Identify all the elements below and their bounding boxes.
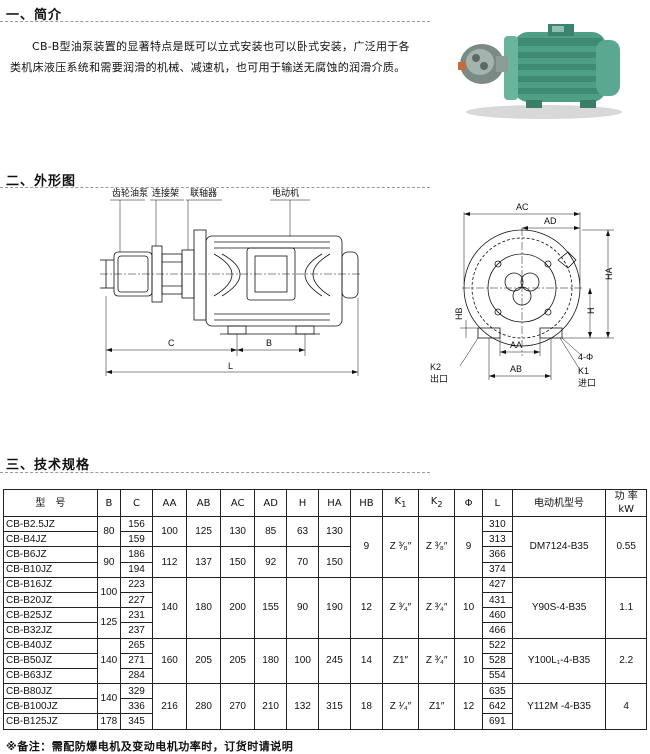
footnote: ※备注：需配防爆电机及变动电机功率时，订货时请说明 xyxy=(6,740,294,753)
label-k2: K2 xyxy=(430,362,441,372)
label-k1: K1 xyxy=(578,366,589,376)
col-l: L xyxy=(481,489,513,517)
col-ha: HA xyxy=(318,489,351,517)
dim-aa: AA xyxy=(510,340,522,350)
divider xyxy=(0,472,430,473)
col-motor: 电动机型号 xyxy=(511,489,607,517)
table-row: CB-B40JZ 140 265 160 205 205 180 100 245… xyxy=(3,637,647,685)
table-row: CB-B25JZ 125 231 460 xyxy=(3,607,647,639)
dim-hb: HB xyxy=(454,307,464,320)
table-row: CB-B125JZ 178 345 691 xyxy=(3,713,647,730)
label-coupling: 联轴器 xyxy=(190,187,217,198)
col-model: 型 号 xyxy=(3,489,98,517)
col-aa: AA xyxy=(151,489,188,517)
col-b: B xyxy=(96,489,122,517)
dim-c: C xyxy=(168,338,175,348)
label-motor: 电动机 xyxy=(272,187,299,198)
dim-l: L xyxy=(228,361,233,371)
col-ad: AD xyxy=(254,489,288,517)
table-row: CB-B2.5JZ 80 156 100 125 130 85 63 130 9… xyxy=(3,515,647,578)
col-k1: K1 xyxy=(381,489,420,517)
table-row: CB-B6JZ 90 186 112 137 150 92 70 150 366 xyxy=(3,546,647,578)
divider xyxy=(0,21,430,22)
table-row: CB-B32JZ 237 466 xyxy=(3,622,647,639)
section-title-spec: 三、技术规格 xyxy=(6,458,91,473)
label-inlet: 进口 xyxy=(578,378,596,388)
spec-table: 型 号 B C AA AB AC AD H HA HB K1 K2 Φ L 电动… xyxy=(3,489,647,730)
dim-ac: AC xyxy=(516,202,529,212)
section-title-intro: 一、简介 xyxy=(6,8,63,23)
table-row: CB-B100JZ 336 642 xyxy=(3,698,647,715)
dim-ab: AB xyxy=(510,364,522,374)
dim-ad: AD xyxy=(544,216,557,226)
col-ac: AC xyxy=(220,489,256,517)
label-gear-pump: 齿轮油泵 xyxy=(112,187,148,198)
table-row: CB-B16JZ 100 223 140 180 200 155 90 190 … xyxy=(3,576,647,639)
col-phi: Φ xyxy=(454,489,483,517)
table-row: CB-B80JZ 140 329 216 280 270 210 132 315… xyxy=(3,683,647,730)
section-title-outline: 二、外形图 xyxy=(6,174,77,189)
col-h: H xyxy=(286,489,320,517)
label-bolt-holes: 4-Φ xyxy=(578,352,593,362)
divider xyxy=(0,187,430,188)
col-ab: AB xyxy=(186,489,222,517)
side-view xyxy=(100,199,360,376)
table-row: CB-B20JZ 227 431 xyxy=(3,591,647,609)
col-k2: K2 xyxy=(418,489,456,517)
dim-b: B xyxy=(266,338,272,348)
front-view xyxy=(459,212,614,380)
intro-paragraph: CB-B型油泵装置的显著特点是既可以立式安装也可以卧式安装，广泛用于各类机床液压… xyxy=(10,40,410,74)
label-outlet: 出口 xyxy=(430,373,448,384)
col-c: C xyxy=(120,489,153,517)
col-hb: HB xyxy=(349,489,383,517)
dim-h: H xyxy=(586,308,596,315)
product-photo xyxy=(456,18,628,120)
label-bracket: 连接架 xyxy=(152,187,179,198)
outline-drawing: 齿轮油泵 连接架 联轴器 电动机 C B L AC AD HA H HB AA … xyxy=(100,187,614,388)
dim-ha: HA xyxy=(604,267,614,280)
table-header-row: 型 号 B C AA AB AC AD H HA HB K1 K2 Φ L 电动… xyxy=(3,489,647,517)
